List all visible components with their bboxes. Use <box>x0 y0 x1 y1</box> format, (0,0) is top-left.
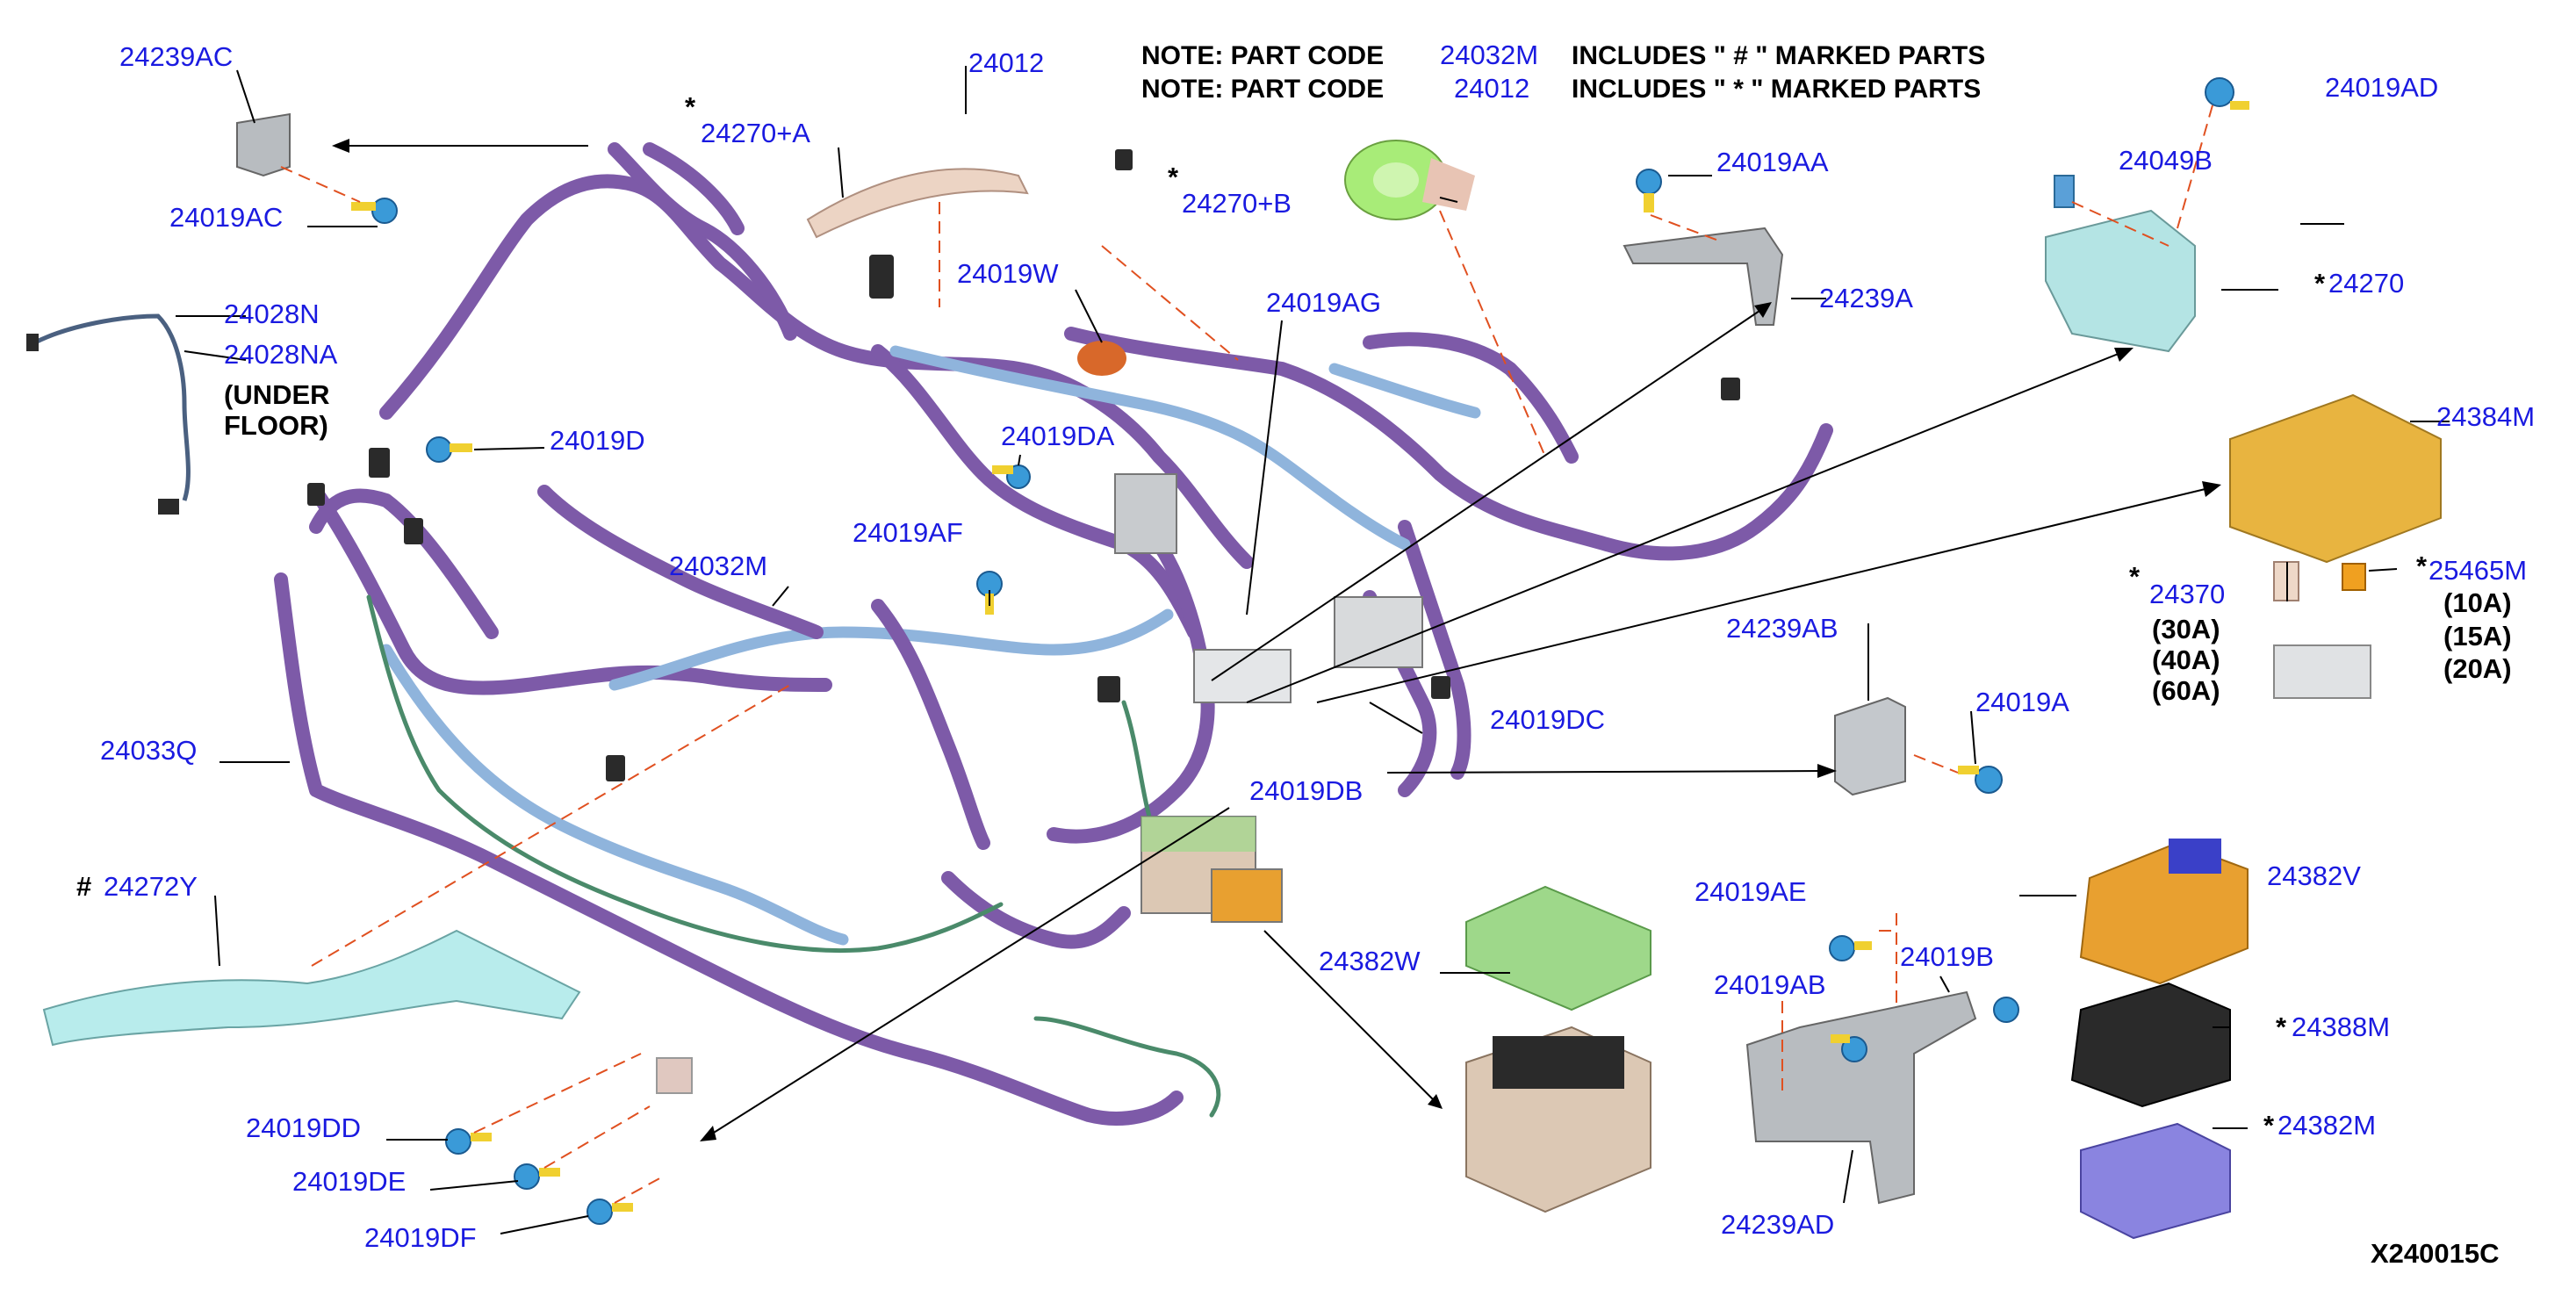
nut-24019B <box>1993 997 2019 1023</box>
label-24270: 24270 <box>2328 268 2404 299</box>
bracket-24239A <box>1623 227 1784 326</box>
label-24019DE: 24019DE <box>292 1166 406 1197</box>
label-60a: (60A) <box>2152 675 2220 706</box>
cover-24382W <box>1465 885 1651 1011</box>
label-24019AG: 24019AG <box>1266 287 1381 318</box>
bolt-24019AD <box>2205 77 2249 110</box>
clip-24049B <box>2054 175 2075 208</box>
label-24384M: 24384M <box>2436 401 2535 432</box>
label-24370: 24370 <box>2149 579 2225 609</box>
label-24028N: 24028N <box>224 299 320 329</box>
bolt-24019D <box>426 436 472 463</box>
label-24019AE: 24019AE <box>1695 876 1807 907</box>
bolt-24019A <box>1958 766 2003 794</box>
bolt-24019DF <box>586 1199 633 1225</box>
label-24019AD: 24019AD <box>2325 72 2438 103</box>
bolt-24019AC <box>351 198 398 224</box>
svg-text:INCLUDES " # " MARKED PARTS: INCLUDES " # " MARKED PARTS <box>1572 41 1985 70</box>
bolt-24019AA <box>1636 169 1662 212</box>
label-24388M: 24388M <box>2292 1011 2390 1042</box>
label-40a: (40A) <box>2152 644 2220 675</box>
label-24239A: 24239A <box>1819 283 1913 313</box>
leader-lines <box>176 66 2450 1235</box>
label-24019DC: 24019DC <box>1490 704 1605 735</box>
main-harness-illustration <box>26 142 1833 1126</box>
svg-text:NOTE: PART CODE: NOTE: PART CODE <box>1141 75 1384 104</box>
label-25465M: 25465M <box>2428 555 2527 586</box>
star-24270B: * <box>1168 162 1179 192</box>
bolt-24019AE <box>1829 935 1872 961</box>
label-24033Q: 24033Q <box>100 735 197 766</box>
hash-24272Y: # <box>76 871 91 902</box>
bolt-24019DD <box>445 1128 492 1155</box>
label-10a: (10A) <box>2443 587 2512 618</box>
fuse-25465M <box>2342 563 2366 591</box>
label-under: (UNDER <box>224 379 330 410</box>
label-24272Y: 24272Y <box>104 871 198 902</box>
cover-24382M <box>2080 1122 2231 1240</box>
label-20a: (20A) <box>2443 653 2512 684</box>
fuse-box-24382W <box>1465 1026 1651 1213</box>
label-24019D: 24019D <box>550 425 645 456</box>
bracket-24239AD <box>1745 990 1977 1205</box>
label-24270A: 24270+A <box>701 118 810 148</box>
label-24012: 24012 <box>968 47 1044 78</box>
svg-text:INCLUDES " * " MARKED PARTS: INCLUDES " * " MARKED PARTS <box>1572 75 1981 104</box>
bracket-24239AB <box>1834 696 1906 796</box>
label-24049B: 24049B <box>2119 145 2213 176</box>
label-24382M: 24382M <box>2277 1110 2376 1141</box>
cover-24382V <box>2079 839 2249 985</box>
label-24019AB: 24019AB <box>1714 969 1826 1000</box>
star-24370: * <box>2129 561 2141 592</box>
svg-text:24012: 24012 <box>1454 73 1529 104</box>
star-24388M: * <box>2276 1011 2287 1042</box>
label-24239AD: 24239AD <box>1721 1209 1834 1240</box>
labels: 24239AC 24019AC 24028N 24028NA (UNDER FL… <box>76 41 2535 1269</box>
label-24019B: 24019B <box>1900 941 1994 972</box>
label-24019A: 24019A <box>1975 687 2069 717</box>
protector-24270A <box>806 168 1029 239</box>
label-24019AF: 24019AF <box>853 517 963 548</box>
label-24019W: 24019W <box>957 258 1059 289</box>
note-1: NOTE: PART CODE 24032M INCLUDES " # " MA… <box>1141 40 1985 70</box>
label-24019DD: 24019DD <box>246 1112 361 1143</box>
cover-24388M <box>2070 982 2231 1108</box>
svg-text:24032M: 24032M <box>1440 40 1538 70</box>
label-24239AC: 24239AC <box>119 41 233 72</box>
label-24270B: 24270+B <box>1182 188 1292 219</box>
fuse-block-small <box>2273 644 2371 699</box>
star-24270A: * <box>685 91 696 122</box>
grommet-24270B <box>1344 140 1475 220</box>
label-30a: (30A) <box>2152 614 2220 644</box>
star-24270: * <box>2314 268 2326 299</box>
bolt-24019DE <box>514 1163 560 1190</box>
note-2: NOTE: PART CODE 24012 INCLUDES " * " MAR… <box>1141 73 1981 104</box>
label-24019DF: 24019DF <box>364 1222 477 1253</box>
relay-box-24384M <box>2229 393 2442 564</box>
label-24019DA: 24019DA <box>1001 421 1115 451</box>
bolt-24019AB <box>1831 1034 1867 1062</box>
label-24382W: 24382W <box>1319 946 1421 976</box>
protector-24272Y <box>42 929 581 1047</box>
star-25465M: * <box>2416 551 2428 581</box>
box-24270 <box>2045 209 2196 353</box>
star-24382M: * <box>2263 1110 2275 1141</box>
svg-text:NOTE: PART CODE: NOTE: PART CODE <box>1141 41 1384 70</box>
label-24239AB: 24239AB <box>1726 613 1838 644</box>
label-24019DB: 24019DB <box>1249 775 1363 806</box>
label-24019AA: 24019AA <box>1716 147 1829 177</box>
label-24028NA: 24028NA <box>224 339 338 370</box>
grommet-24019W <box>1077 341 1126 376</box>
label-floor: FLOOR) <box>224 410 328 441</box>
terminal-group <box>656 1057 693 1094</box>
diagram-id: X240015C <box>2371 1238 2500 1269</box>
label-24019AC: 24019AC <box>169 202 283 233</box>
label-24382V: 24382V <box>2267 860 2361 891</box>
label-15a: (15A) <box>2443 621 2512 652</box>
bracket-24239AC <box>236 112 291 177</box>
label-24032M: 24032M <box>669 551 767 581</box>
